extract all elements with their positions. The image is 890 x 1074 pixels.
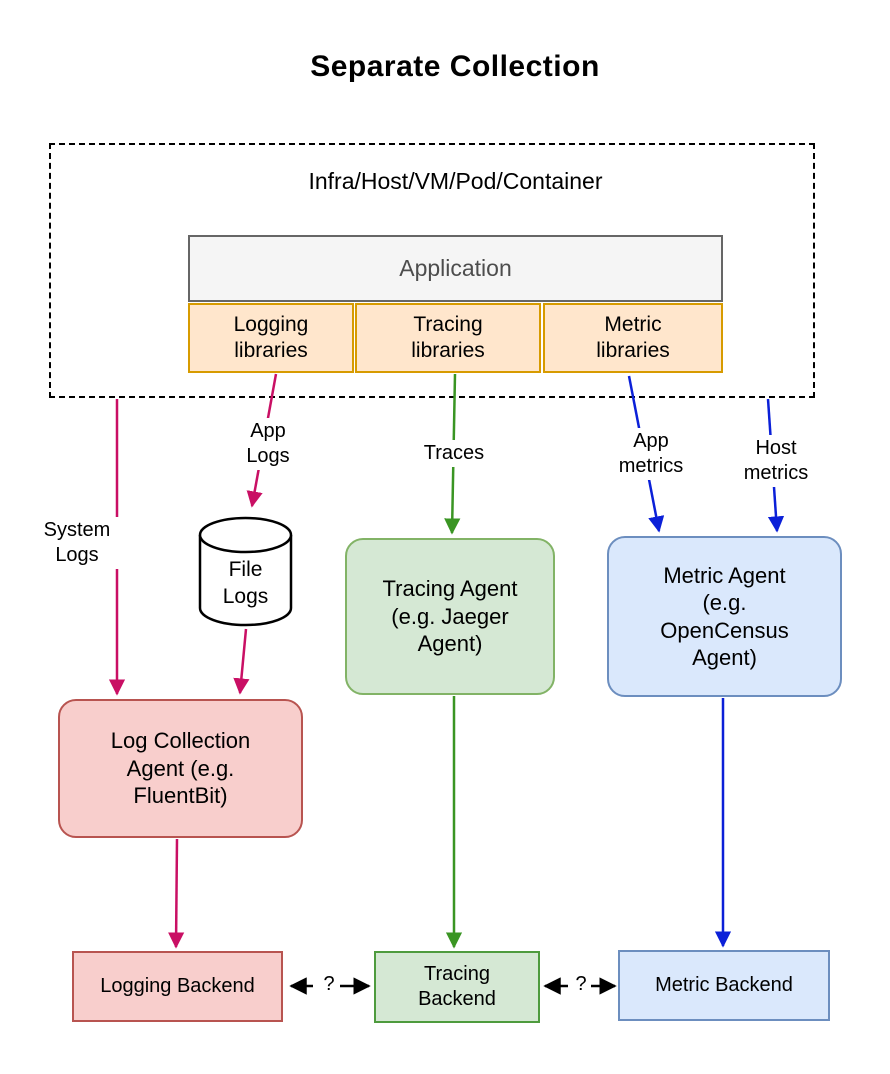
arrow-log-agent-to-logging-backend <box>168 838 185 949</box>
edge-label-app-logs: App Logs <box>226 418 310 470</box>
metric-agent-label: Metric Agent (e.g. OpenCensus Agent) <box>660 562 789 671</box>
cylinder-icon <box>198 516 293 627</box>
tracing-backend-node: Tracing Backend <box>374 951 540 1023</box>
logging-libraries-label: Logging libraries <box>233 312 309 362</box>
file-logs-cylinder: File Logs <box>198 516 293 628</box>
metric-libraries-box: Metric libraries <box>543 303 723 373</box>
question-mark-left: ? <box>323 973 335 995</box>
tracing-agent-label: Tracing Agent (e.g. Jaeger Agent) <box>382 576 518 657</box>
metric-libraries-label: Metric libraries <box>596 312 670 362</box>
logging-libraries-box: Logging libraries <box>188 303 354 373</box>
diagram-title: Separate Collection <box>310 50 600 83</box>
edge-label-host-metrics: Host metrics <box>731 435 821 487</box>
tracing-agent-node: Tracing Agent (e.g. Jaeger Agent) <box>345 538 555 695</box>
metric-backend-label: Metric Backend <box>655 974 793 996</box>
arrow-filelogs-to-log-agent <box>233 628 250 695</box>
edge-label-traces: Traces <box>412 440 496 467</box>
edge-label-app-metrics: App metrics <box>605 428 697 480</box>
log-collection-agent-node: Log Collection Agent (e.g. FluentBit) <box>58 699 303 838</box>
infra-container-label: Infra/Host/VM/Pod/Container <box>308 168 603 194</box>
tracing-libraries-label: Tracing libraries <box>411 312 485 362</box>
application-box: Application <box>188 235 723 302</box>
infra-container-box <box>49 143 815 398</box>
edge-label-system-logs: System Logs <box>33 517 121 569</box>
logging-backend-node: Logging Backend <box>72 951 283 1022</box>
application-label: Application <box>399 255 512 282</box>
file-logs-label: File Logs <box>222 558 269 609</box>
logging-backend-label: Logging Backend <box>100 975 255 997</box>
question-mark-right: ? <box>575 973 587 995</box>
tracing-backend-label: Tracing Backend <box>418 963 496 1010</box>
metric-agent-node: Metric Agent (e.g. OpenCensus Agent) <box>607 536 842 697</box>
metric-backend-node: Metric Backend <box>618 950 830 1021</box>
tracing-libraries-box: Tracing libraries <box>355 303 541 373</box>
log-collection-agent-label: Log Collection Agent (e.g. FluentBit) <box>110 728 251 809</box>
